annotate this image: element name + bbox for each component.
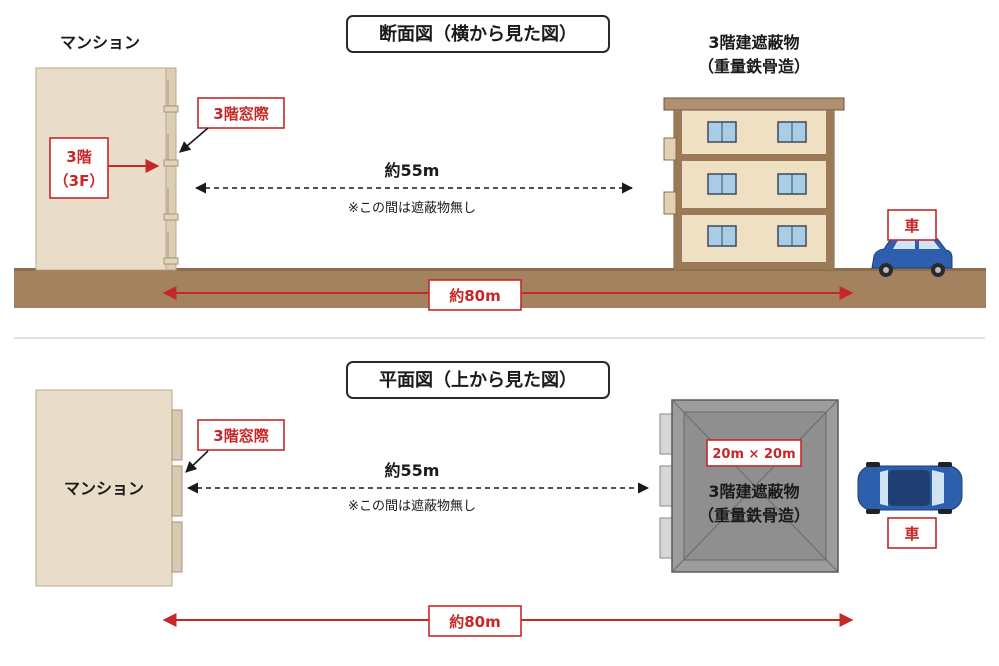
section-floor-line1: 3階 [66, 148, 91, 166]
plan-window-callout: 3階窓際 [185, 419, 285, 473]
section-car-callout: 車 [887, 209, 937, 241]
obstacle-building-top [659, 399, 839, 573]
section-window-callout: 3階窓際 [179, 97, 285, 153]
section-title-box: 断面図（横から見た図） [346, 15, 610, 53]
plan-car-label: 車 [904, 525, 919, 543]
section-floor-line2: （3F） [54, 172, 105, 190]
plan-view: 平面図（上から見た図） マンション 3階窓際 約55m ※この間は遮蔽物無し [35, 361, 963, 637]
section-floor-callout: 3階 （3F） [49, 137, 160, 199]
plan-obstacle-line1: 3階建遮蔽物 [708, 482, 799, 501]
section-obstacle-line1: 3階建遮蔽物 [708, 33, 799, 52]
plan-title: 平面図（上から見た図） [379, 370, 577, 391]
section-title: 断面図（横から見た図） [379, 23, 577, 45]
plan-size-label: 20m × 20m [712, 447, 795, 462]
section-view: 断面図（横から見た図） マンション [14, 15, 986, 311]
obstacle-building-side [663, 97, 845, 270]
section-note: ※この間は遮蔽物無し [348, 200, 476, 216]
plan-obstacle-line2: （重量鉄骨造） [698, 506, 810, 525]
section-window-label: 3階窓際 [213, 105, 269, 123]
plan-car-callout: 車 [887, 517, 937, 549]
section-car [871, 235, 953, 277]
section-distance-label: 約55m [385, 161, 440, 180]
plan-title-box: 平面図（上から見た図） [346, 361, 610, 399]
plan-note: ※この間は遮蔽物無し [348, 498, 476, 514]
section-car-label: 車 [904, 217, 919, 235]
section-obstacle-line2: （重量鉄骨造） [698, 57, 810, 76]
section-mansion-label: マンション [60, 33, 140, 52]
plan-window-label: 3階窓際 [213, 427, 269, 445]
plan-size-callout: 20m × 20m [706, 439, 802, 467]
plan-mansion-label: マンション [64, 479, 144, 498]
plan-distance-label: 約55m [385, 461, 440, 480]
section-total-label: 約80m [449, 287, 501, 305]
plan-total-label: 約80m [449, 613, 501, 631]
plan-mansion [35, 389, 183, 587]
plan-car [857, 462, 963, 514]
